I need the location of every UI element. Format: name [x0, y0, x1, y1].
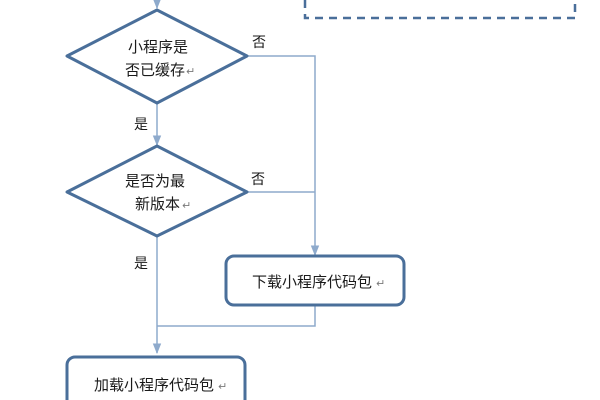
edge-label-latest-yes: 是 — [134, 256, 148, 272]
edge-label-cached-no: 否 — [252, 35, 266, 51]
decision-check-cached — [65, 8, 249, 105]
process-download-package — [224, 254, 406, 307]
process-load-package — [65, 355, 247, 400]
connector-download-to-load — [157, 305, 316, 327]
decision-check-cached-line2: 否已缓存 — [125, 61, 185, 79]
process-load-package-label: 加载小程序代码包 — [94, 376, 214, 394]
return-mark-icon: ↵ — [186, 65, 195, 78]
decision-check-latest-line1: 是否为最 — [125, 172, 185, 190]
decision-check-latest-line2: 新版本 — [135, 195, 180, 213]
return-mark-icon: ↵ — [376, 277, 385, 290]
decision-check-cached-line1: 小程序是 — [128, 38, 188, 56]
edge-label-cached-yes: 是 — [134, 117, 148, 133]
process-download-package-label: 下载小程序代码包 — [252, 273, 372, 291]
return-mark-icon: ↵ — [218, 380, 227, 393]
dashed-note-box — [303, 0, 577, 20]
decision-check-latest — [65, 144, 249, 238]
edge-label-latest-no: 否 — [251, 172, 265, 188]
return-mark-icon: ↵ — [182, 199, 191, 212]
connector-cached-no — [247, 55, 320, 257]
